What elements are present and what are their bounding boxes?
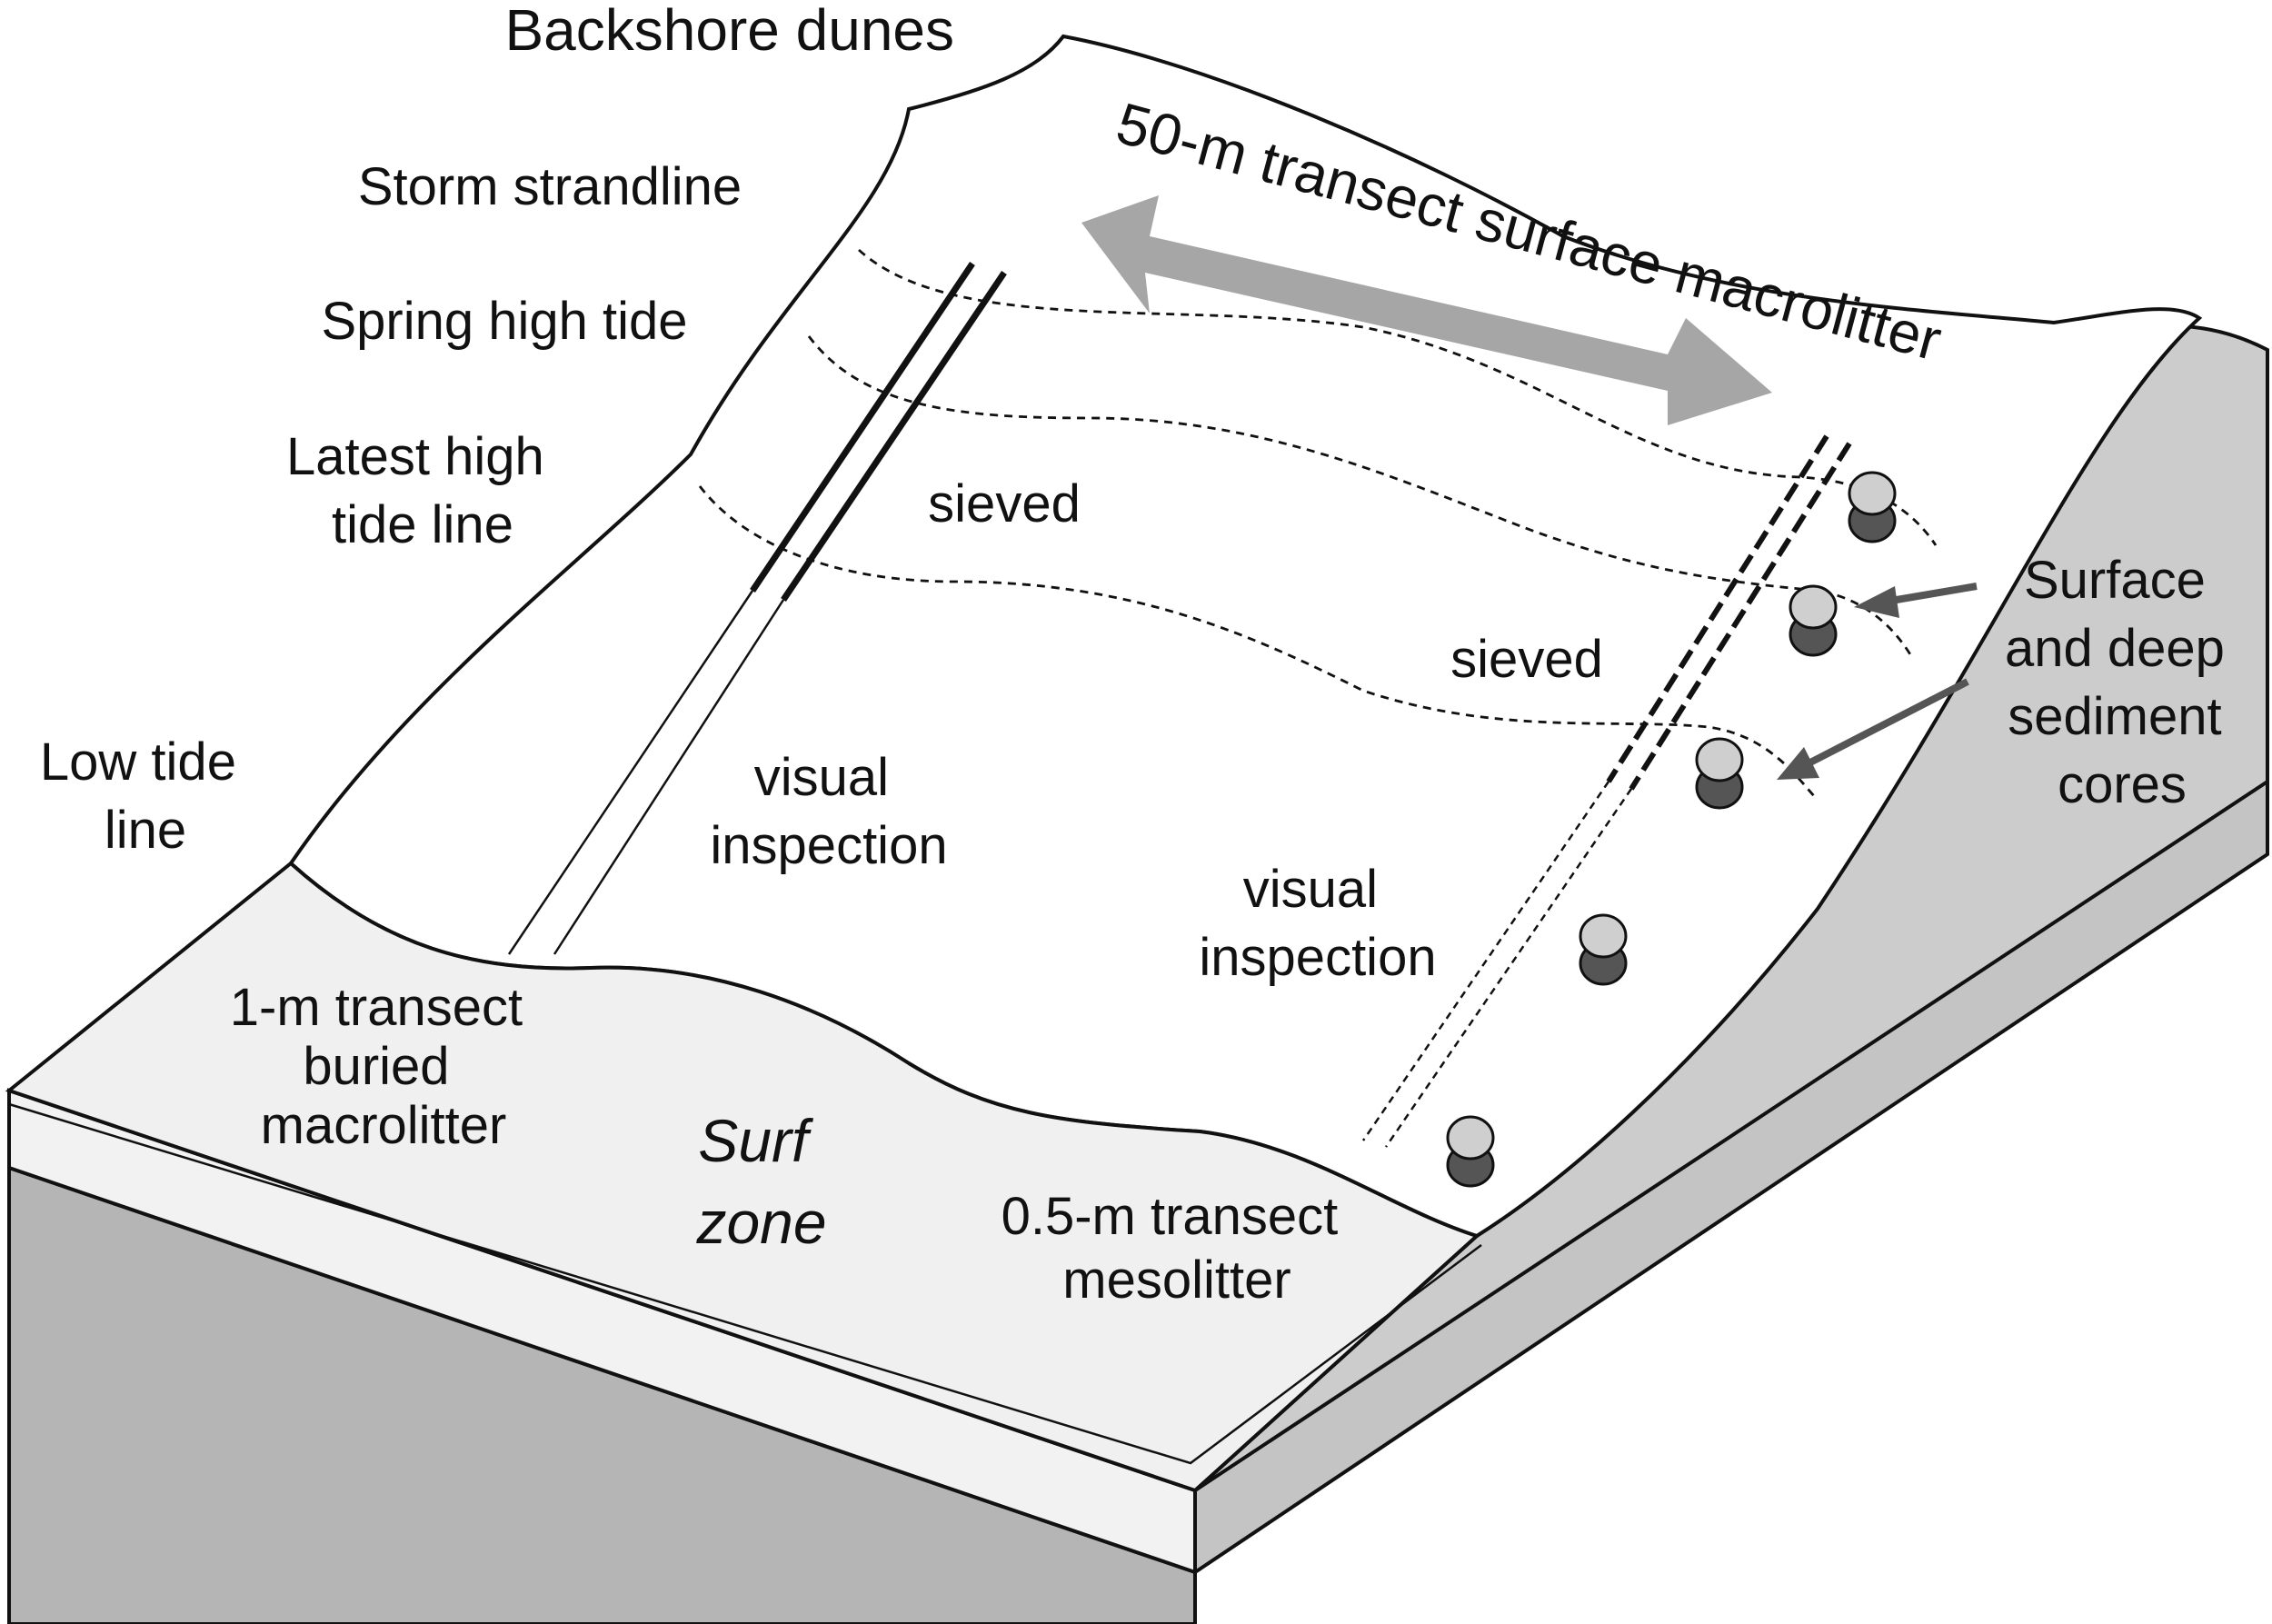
transect-05m-thin-left	[1361, 781, 1610, 1141]
visual-inspection-left-label: visual inspection	[710, 748, 947, 875]
sediment-core	[1579, 913, 1628, 986]
transect-05m-thin-right	[1384, 788, 1633, 1148]
visual-inspection-right-label: visual inspection	[1199, 860, 1436, 987]
sieved-upper-label: sieved	[928, 474, 1081, 533]
sediment-cores	[1446, 471, 1897, 1188]
sediment-core	[1848, 471, 1897, 543]
sediment-core	[1695, 737, 1744, 810]
transect-05m-label: 0.5-m transect mesolitter	[1001, 1187, 1353, 1310]
surf-zone-label: Surf zone	[695, 1107, 826, 1256]
slab-edge-line	[8, 1102, 1482, 1465]
transect-05m-bold-right	[1629, 442, 1852, 791]
core-pointer-arrows	[1777, 583, 1978, 780]
latest-high-tide-line	[698, 485, 1819, 801]
transect-05m-bold-left	[1606, 434, 1829, 783]
core-pointer-lower	[1807, 678, 1969, 767]
transect-1m-label: 1-m transect buried macrolitter	[230, 978, 537, 1155]
transect-05m-lines	[1361, 434, 1852, 1148]
transect-1m-thin-right	[553, 599, 785, 955]
sediment-cores-label: Surface and deep sediment cores	[2005, 551, 2239, 814]
sediment-core	[1789, 584, 1838, 657]
core-pointer-upper-head	[1854, 586, 1899, 618]
transect-1m-thin-left	[507, 590, 754, 955]
core-pointer-lower-head	[1777, 747, 1819, 780]
sieved-lower-label: sieved	[1450, 630, 1603, 689]
sediment-core	[1446, 1115, 1495, 1188]
transect-1m-solid-right	[781, 271, 1007, 602]
surf-zone-water	[5, 861, 1480, 1493]
core-pointer-upper	[1885, 583, 1978, 605]
backshore-dunes-label: Backshore dunes	[504, 0, 954, 63]
transect-50m-arrow	[1081, 195, 1772, 425]
low-tide-label: Low tide line	[40, 732, 251, 860]
transect-1m-solid-left	[750, 262, 975, 593]
transect-1m-lines	[507, 262, 1007, 955]
latest-high-tide-label: Latest high tide line	[286, 427, 559, 554]
storm-strandline-label: Storm strandline	[358, 157, 742, 216]
spring-high-tide-label: Spring high tide	[321, 292, 687, 351]
